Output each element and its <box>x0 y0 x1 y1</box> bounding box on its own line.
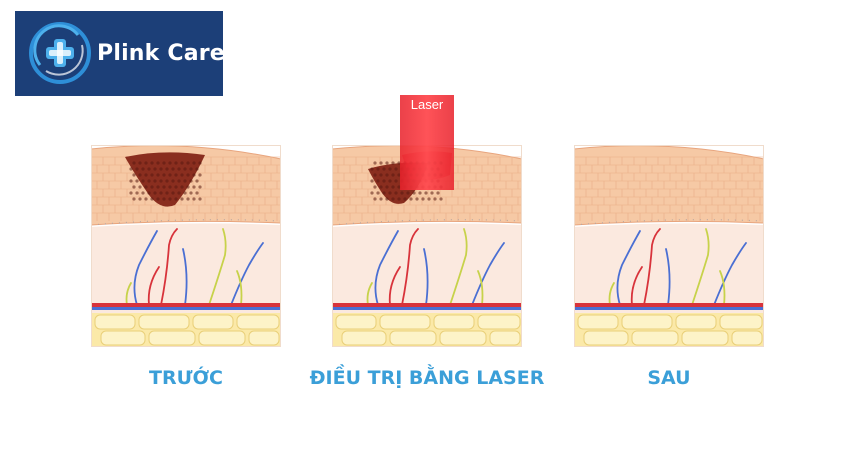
dermal-vessel <box>665 248 671 306</box>
caption-before: TRƯỚC <box>148 367 223 389</box>
dermal-vessel <box>160 228 178 306</box>
dermal-vessel <box>388 266 401 306</box>
dermal-vessel <box>230 242 264 306</box>
dermal-vessel <box>449 228 468 306</box>
brand-logo: Plink Care <box>15 11 225 96</box>
dermal-vessel <box>147 266 160 306</box>
dermal-vessel <box>719 270 726 306</box>
artery <box>91 303 281 307</box>
skin-panel-before <box>91 145 281 347</box>
medical-cross-swirl-icon <box>29 22 91 84</box>
dermal-vessel <box>208 228 227 306</box>
dermal-vessel <box>182 248 188 306</box>
laser-beam <box>400 95 454 190</box>
dermal-vessel <box>616 230 641 306</box>
dermal-vessel <box>643 228 661 306</box>
dermal-vessel <box>374 230 399 306</box>
dermal-vessel <box>423 248 429 306</box>
skin-panel-after <box>574 145 764 347</box>
vein <box>574 307 764 310</box>
dermal-vessel <box>401 228 419 306</box>
caption-after: SAU <box>647 367 691 389</box>
vein <box>332 307 522 310</box>
skin-cross-section <box>91 145 281 347</box>
dermal-vessel <box>691 228 710 306</box>
laser-label: Laser <box>410 97 444 112</box>
dermal-vessel <box>713 242 747 306</box>
dermal-vessel <box>477 270 484 306</box>
vein <box>91 307 281 310</box>
dermal-vessel <box>133 230 158 306</box>
dermal-vessel <box>630 266 643 306</box>
dermal-vessel <box>236 270 243 306</box>
dermal-vessel <box>471 242 505 306</box>
pigment-lesion <box>125 152 205 207</box>
skin-cross-section <box>574 145 764 347</box>
artery <box>332 303 522 307</box>
artery <box>574 303 764 307</box>
brand-name: Plink Care <box>97 41 225 66</box>
caption-during: ĐIỀU TRỊ BẰNG LASER <box>309 367 545 389</box>
